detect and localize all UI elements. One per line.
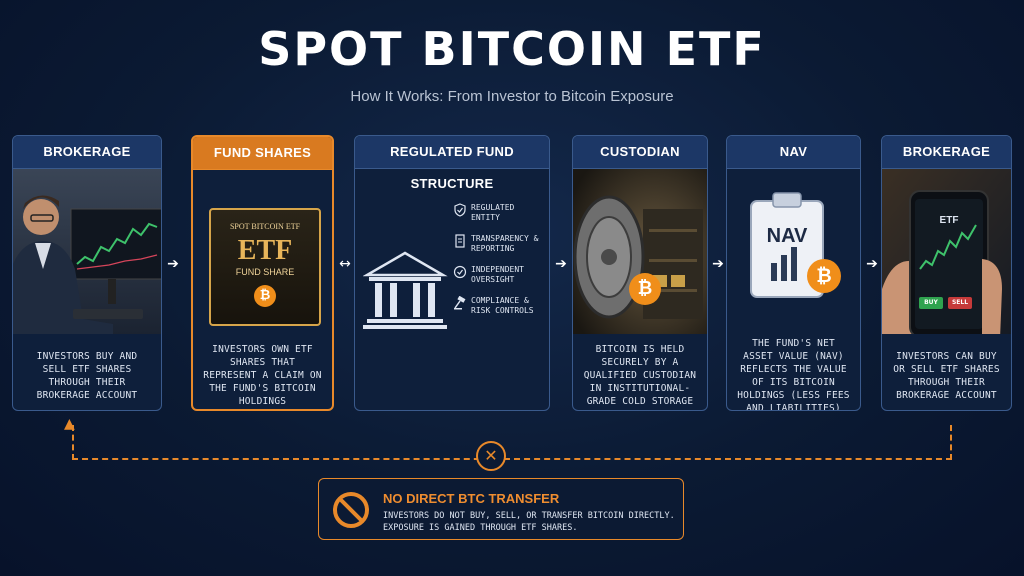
arrow-up-icon: ▲ [64, 416, 75, 432]
list-item: INDEPENDENT OVERSIGHT [453, 265, 545, 285]
step-title: BROKERAGE [13, 136, 161, 169]
step-title: CUSTODIAN [573, 136, 707, 169]
buy-button: BUY [924, 299, 938, 306]
step-description: THE FUND'S NET ASSET VALUE (NAV) REFLECT… [737, 337, 850, 411]
step-card-brokerage-trading: BROKERAGE ETF BUY SELL INVESTORS CAN BUY… [881, 135, 1012, 411]
step-card-fund-shares: FUND SHARES SPOT BITCOIN ETF ETF FUND SH… [191, 135, 334, 411]
bitcoin-icon: ₿ [254, 285, 276, 307]
step-title: BROKERAGE [882, 136, 1011, 169]
step-description: BITCOIN IS HELD SECURELY BY A QUALIFIED … [583, 344, 697, 407]
arrow-right-icon: ➔ [866, 256, 878, 272]
bank-building-icon [363, 251, 448, 329]
step-description: INVESTORS CAN BUY OR SELL ETF SHARES THR… [893, 350, 1000, 401]
sell-button: SELL [951, 299, 969, 306]
arrow-right-icon: ➔ [555, 256, 567, 272]
step-card-custodian: CUSTODIAN ₿ BITCOIN IS HELD SECURELY BY … [572, 135, 708, 411]
investor-at-desk-illustration [13, 169, 161, 334]
step-description: INVESTORS BUY AND SELL ETF SHARES THROUG… [36, 350, 138, 401]
phone-screen-label: ETF [939, 215, 959, 226]
list-item: COMPLIANCE & RISK CONTROLS [453, 295, 545, 316]
shield-check-icon [453, 203, 471, 220]
structure-feature-list: REGULATED ENTITY TRANSPARENCY & REPORTIN… [453, 203, 545, 327]
certificate-etf-label: ETF [237, 235, 293, 266]
step-title: REGULATED FUND STRUCTURE [355, 136, 549, 191]
list-item: REGULATED ENTITY [453, 203, 545, 223]
no-direct-transfer-notice: NO DIRECT BTC TRANSFER INVESTORS DO NOT … [318, 478, 684, 540]
etf-share-certificate-illustration: SPOT BITCOIN ETF ETF FUND SHARE ₿ [193, 170, 332, 335]
bitcoin-icon: ₿ [807, 259, 841, 293]
no-entry-icon [333, 492, 369, 528]
notice-text: INVESTORS DO NOT BUY, SELL, OR TRANSFER … [383, 511, 675, 533]
gavel-icon [453, 295, 471, 313]
phone-trading-illustration: ETF BUY SELL [882, 169, 1011, 334]
document-icon [453, 234, 471, 251]
vault-illustration: ₿ [573, 169, 707, 334]
nav-label: NAV [766, 225, 808, 247]
return-loop-connector [72, 425, 952, 460]
bitcoin-icon: ₿ [629, 273, 661, 305]
step-card-brokerage: BROKERAGE INVESTORS BUY AND SELL ETF SHA… [12, 135, 162, 411]
step-description: INVESTORS OWN ETF SHARES THAT REPRESENT … [203, 344, 322, 407]
notice-title: NO DIRECT BTC TRANSFER [383, 491, 560, 506]
arrow-right-icon: ➔ [712, 256, 724, 272]
fund-structure-panel: REGULATED ENTITY TRANSPARENCY & REPORTIN… [355, 169, 549, 410]
nav-clipboard-illustration: NAV ₿ [727, 169, 860, 334]
arrow-right-icon: ➔ [167, 256, 179, 272]
certificate-caption: SPOT BITCOIN ETF [229, 222, 301, 231]
page-subtitle: How It Works: From Investor to Bitcoin E… [350, 88, 674, 105]
page-title: SPOT BITCOIN ETF [258, 22, 766, 76]
certificate-sub-label: FUND SHARE [235, 267, 295, 277]
bidirectional-arrow-icon: ↔ [339, 256, 351, 272]
certificate-frame: SPOT BITCOIN ETF ETF FUND SHARE ₿ [209, 208, 321, 326]
check-circle-icon [453, 265, 471, 282]
x-circle-icon: ✕ [476, 441, 506, 471]
list-item: TRANSPARENCY & REPORTING [453, 234, 545, 254]
step-card-nav: NAV NAV ₿ THE FUND'S NET ASSET VALUE (NA… [726, 135, 861, 411]
step-title: FUND SHARES [193, 137, 332, 170]
step-title: NAV [727, 136, 860, 169]
clipboard-icon [750, 192, 824, 298]
step-card-regulated-fund-structure: REGULATED FUND STRUCTURE REGULATED ENTIT… [354, 135, 550, 411]
